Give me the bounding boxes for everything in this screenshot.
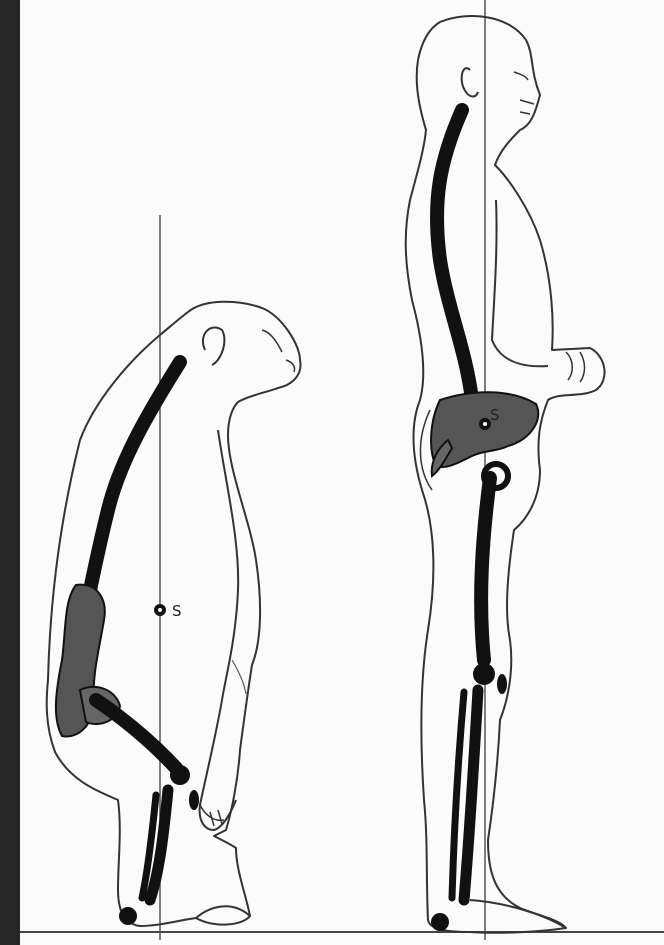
human-femur [481,478,490,660]
ape-heel [119,907,137,925]
human-buttock [420,410,432,490]
ape-hand [200,805,224,826]
human-tibia [464,690,478,900]
human-arm [492,200,548,366]
ape-foot [196,906,250,918]
human-fist [566,352,585,382]
ape-face [262,330,295,372]
human-figure: S [406,0,605,940]
human-knee [473,663,495,685]
human-patella [497,674,507,694]
ape-ear [203,328,224,365]
ape-patella [189,790,199,810]
human-s-label: S [490,406,500,424]
ape-femur [96,700,176,768]
ape-abdomen [232,660,246,694]
human-heel [431,913,449,931]
ape-spine [86,362,180,610]
ape-figure: S [47,215,301,940]
ape-arm [200,430,239,830]
ape-s-label: S [172,602,182,620]
human-spine [437,110,472,400]
human-ear [462,68,478,96]
human-face [514,72,534,114]
ape-knee [170,765,190,785]
